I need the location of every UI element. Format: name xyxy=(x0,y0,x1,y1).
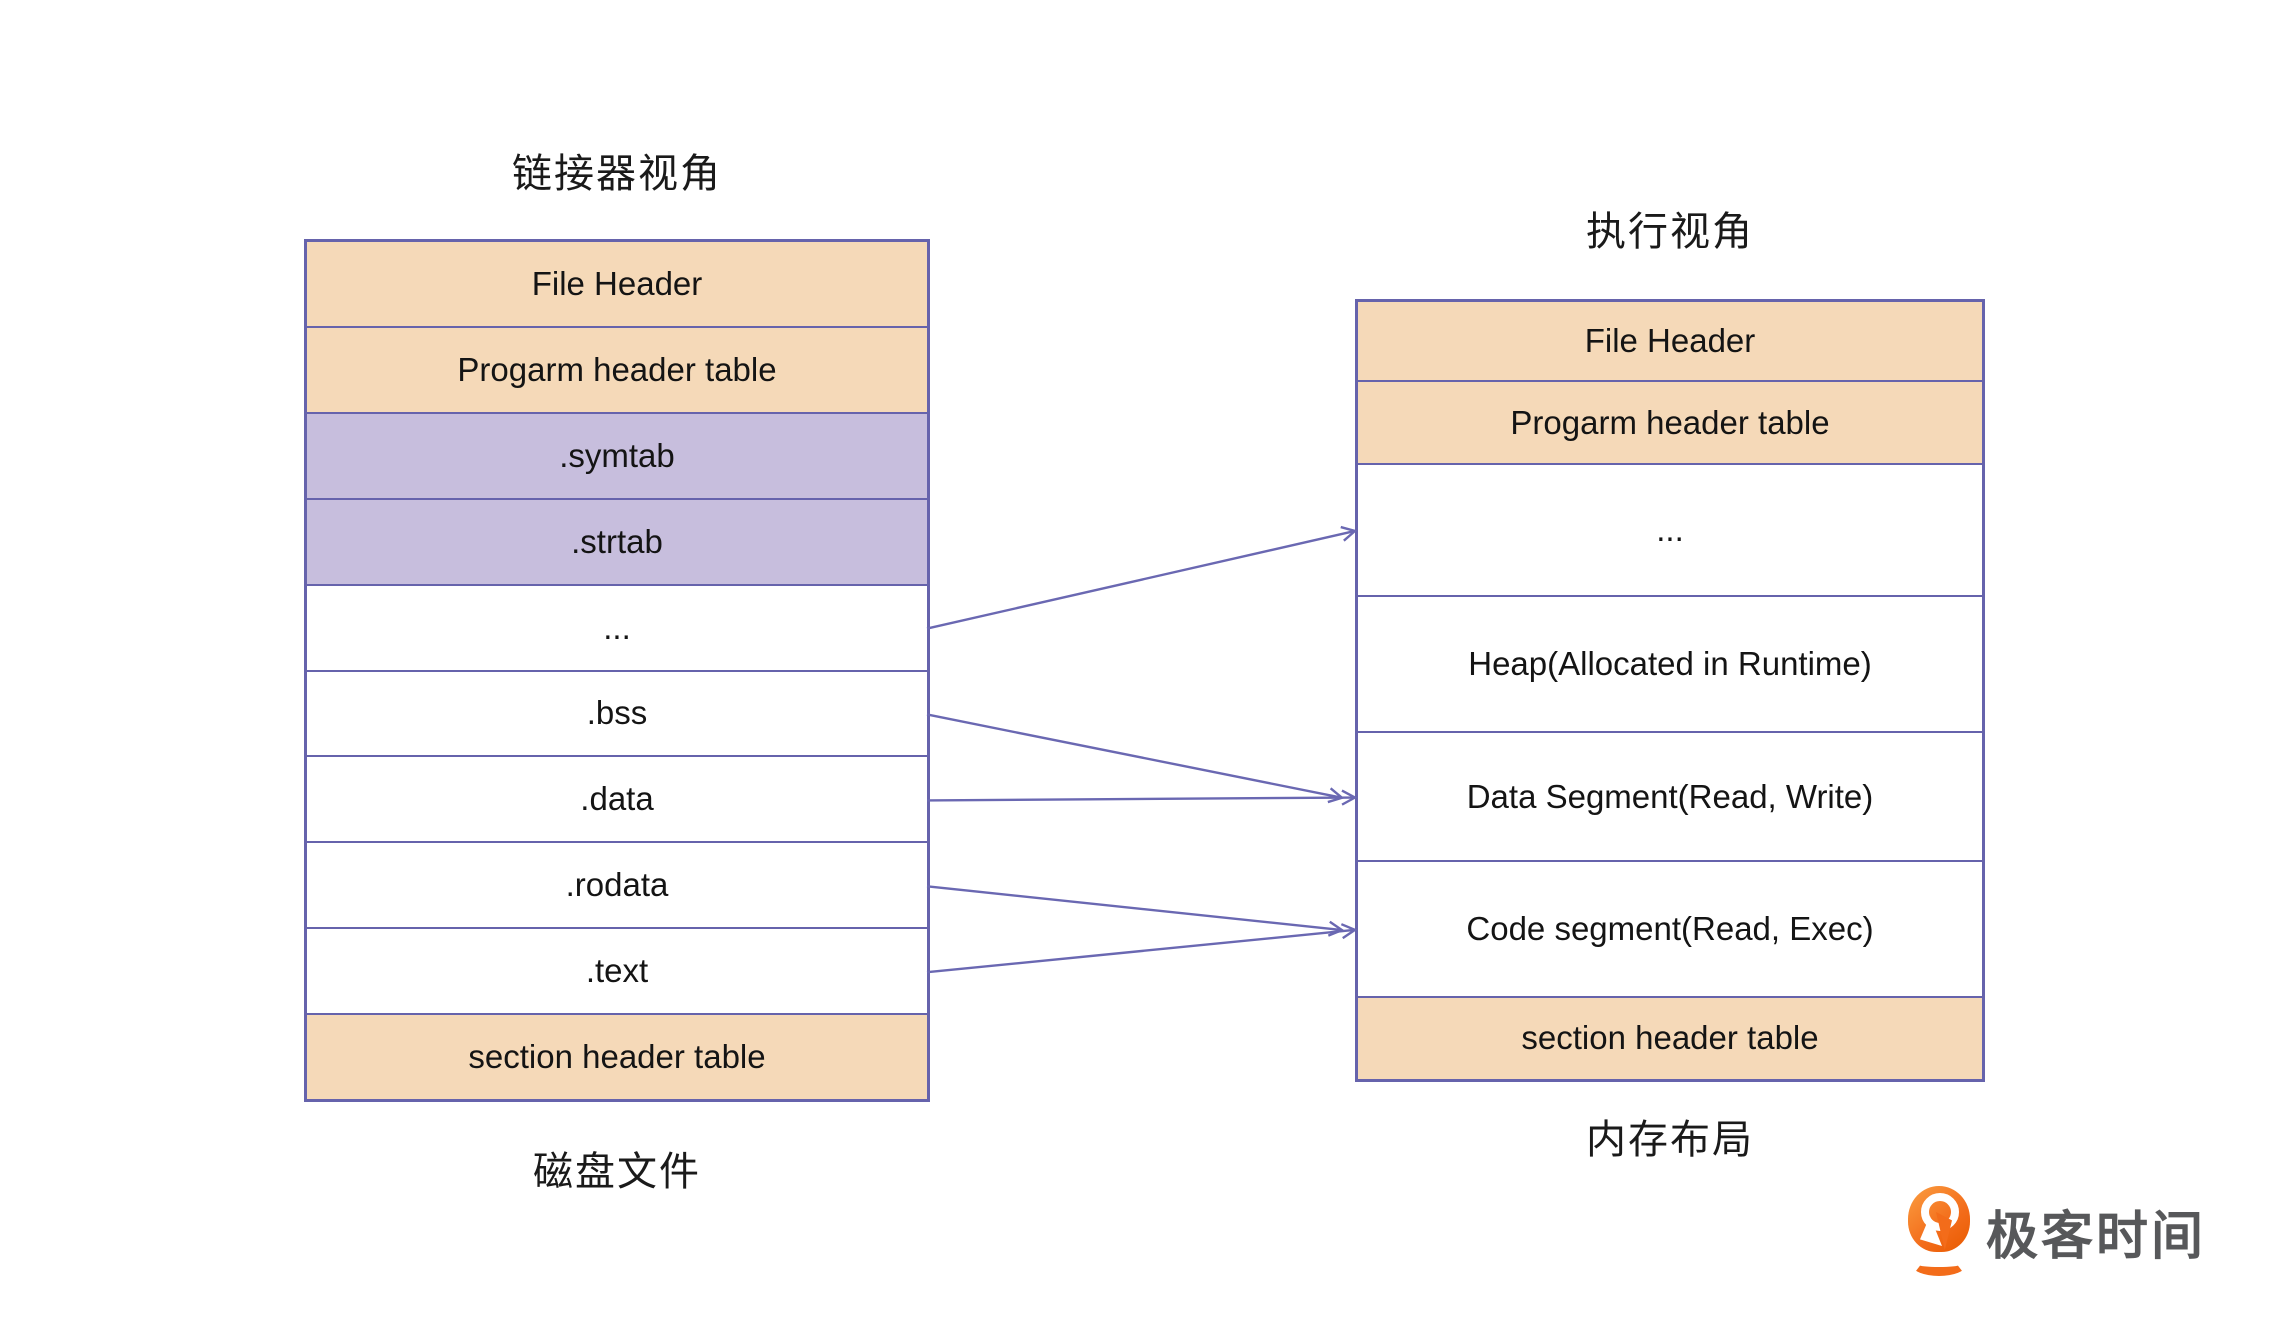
segment-label: .bss xyxy=(586,694,648,732)
segment-label: ... xyxy=(1656,511,1684,549)
segment-row: section header table xyxy=(1358,997,1982,1079)
segment-label: File Header xyxy=(531,264,703,302)
segment-row: .data xyxy=(307,757,927,844)
mapping-arrow xyxy=(926,531,1354,630)
segment-label: section header table xyxy=(468,1038,766,1076)
segment-row: Heap(Allocated in Runtime) xyxy=(1358,597,1982,734)
segment-label: Heap(Allocated in Runtime) xyxy=(1468,645,1872,683)
linker-view-title: 链接器视角 xyxy=(512,152,722,196)
segment-label: Progarm header table xyxy=(1510,403,1830,441)
geektime-pin-icon xyxy=(1908,1186,1972,1288)
segment-label: Code segment(Read, Exec) xyxy=(1466,909,1874,947)
segment-row: .text xyxy=(307,929,927,1016)
segment-label: .data xyxy=(580,780,654,818)
segment-row: ... xyxy=(307,585,927,672)
segment-row: ... xyxy=(1358,465,1982,598)
segment-row: .symtab xyxy=(307,413,927,500)
execution-view-title: 执行视角 xyxy=(1586,210,1754,254)
segment-row: Progarm header table xyxy=(307,327,927,414)
segment-label: .text xyxy=(585,952,649,990)
disk-file-caption: 磁盘文件 xyxy=(533,1150,701,1194)
mapping-arrow xyxy=(926,930,1354,974)
segment-label: Data Segment(Read, Write) xyxy=(1466,777,1874,815)
segment-row: section header table xyxy=(307,1015,927,1100)
segment-row: .rodata xyxy=(307,843,927,930)
mapping-arrow xyxy=(926,713,1341,797)
mapping-arrow xyxy=(926,798,1354,801)
segment-row: File Header xyxy=(307,242,927,328)
memory-layout-caption: 内存布局 xyxy=(1586,1118,1754,1162)
geektime-logo: 极客时间 xyxy=(1908,1186,2206,1288)
segment-row: Data Segment(Read, Write) xyxy=(1358,733,1982,863)
segment-row: Progarm header table xyxy=(1358,382,1982,466)
segment-label: File Header xyxy=(1584,322,1756,360)
segment-row: .bss xyxy=(307,671,927,758)
segment-label: Progarm header table xyxy=(457,350,777,388)
geektime-logo-text: 极客时间 xyxy=(1986,1208,2207,1266)
segment-label: .symtab xyxy=(559,436,675,474)
segment-label: ... xyxy=(603,608,631,646)
mapping-arrow xyxy=(926,885,1341,930)
segment-row: .strtab xyxy=(307,499,927,586)
segment-label: section header table xyxy=(1521,1019,1819,1057)
segment-label: .strtab xyxy=(571,522,663,560)
segment-row: Code segment(Read, Exec) xyxy=(1358,862,1982,998)
segment-row: File Header xyxy=(1358,302,1982,383)
segment-label: .rodata xyxy=(565,866,669,904)
